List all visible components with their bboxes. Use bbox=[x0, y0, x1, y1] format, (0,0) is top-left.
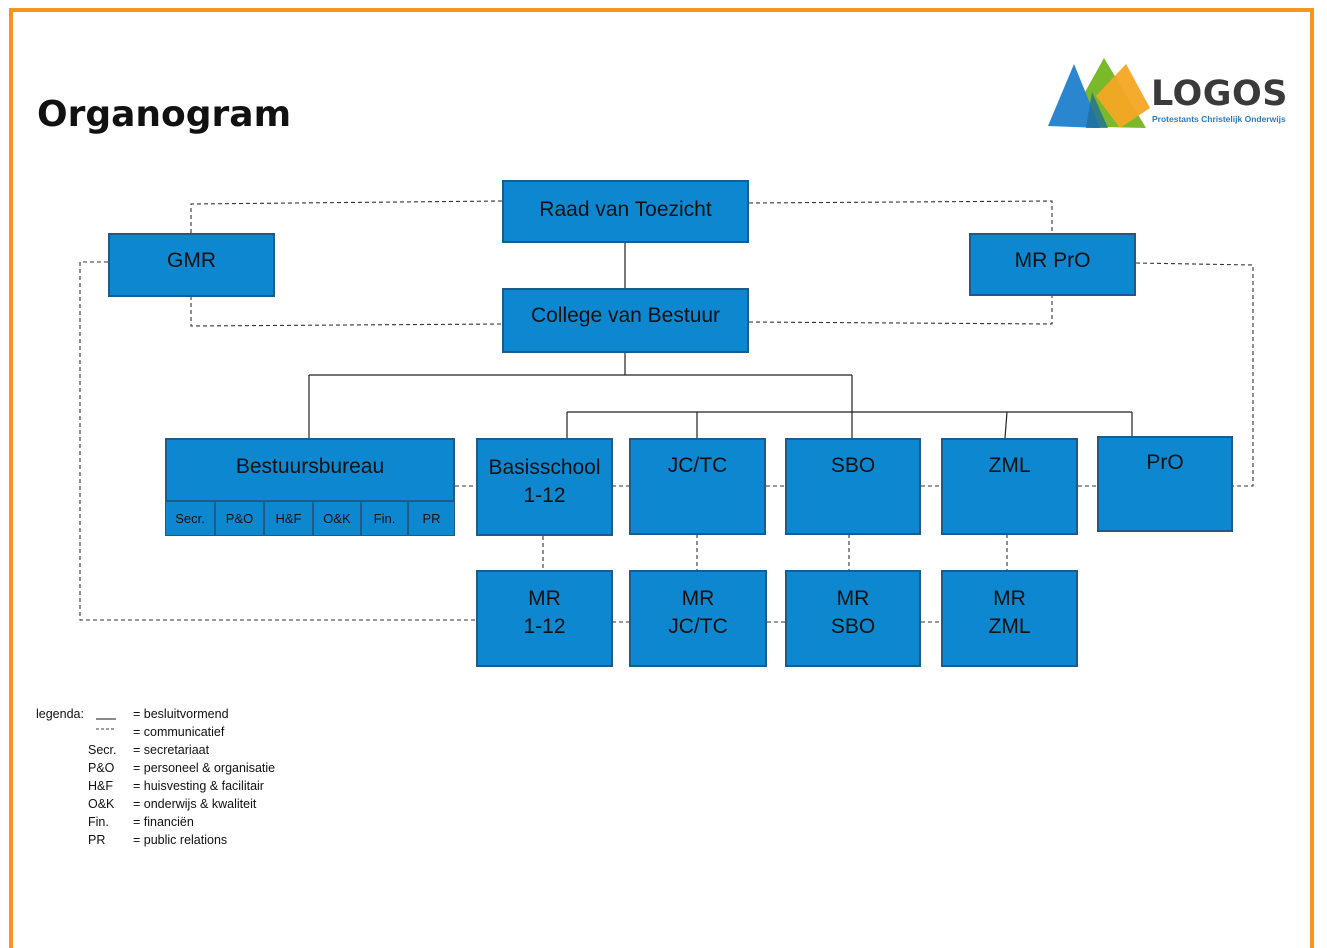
unit-pr: PR bbox=[408, 501, 455, 536]
raad-van-toezicht-box: Raad van Toezicht bbox=[502, 180, 749, 243]
legend-key-3: P&O bbox=[88, 761, 115, 775]
mr-sbo-label-1: MR bbox=[836, 587, 870, 610]
legend-text-0: = besluitvormend bbox=[133, 707, 229, 721]
zml-box: ZML bbox=[941, 438, 1078, 535]
jctc-label: JC/TC bbox=[667, 454, 728, 477]
legend-text-3: = personeel & organisatie bbox=[133, 761, 276, 775]
mr-112-label-2: 1-12 bbox=[523, 615, 566, 638]
legend-key-2: Secr. bbox=[88, 743, 117, 757]
mr-jctc-label-1: MR bbox=[681, 587, 715, 610]
page-title: Organogram bbox=[37, 94, 292, 135]
logo-subtitle: Protestants Christelijk Onderwijs bbox=[1152, 114, 1286, 124]
mr-112-label-1: MR bbox=[528, 587, 561, 610]
legend-dashed-line-icon bbox=[96, 728, 116, 730]
legend-key-7: PR bbox=[88, 833, 106, 847]
unit-fin: Fin. bbox=[361, 501, 408, 536]
mr-zml-label-1: MR bbox=[993, 587, 1026, 610]
legend-key-4: H&F bbox=[88, 779, 113, 793]
unit-secr: Secr. bbox=[165, 501, 215, 536]
pro-label: PrO bbox=[1146, 451, 1184, 474]
unit-hnf: H&F bbox=[264, 501, 313, 536]
gmr-college-dash bbox=[190, 296, 503, 327]
zml-line bbox=[1004, 411, 1008, 439]
mr-zml-label-2: ZML bbox=[988, 615, 1031, 638]
mr-sbo-box: MR SBO bbox=[785, 570, 921, 667]
mrpro-pro-dash bbox=[1135, 262, 1254, 487]
pro-box: PrO bbox=[1097, 436, 1233, 532]
logos-logo-icon bbox=[1048, 58, 1150, 128]
jctc-box: JC/TC bbox=[629, 438, 766, 535]
logo-name: LOGOS bbox=[1151, 74, 1288, 114]
raad-mrpro-dash bbox=[748, 200, 1053, 233]
logo-orange-triangle bbox=[1096, 64, 1150, 128]
legend-solid-line-icon bbox=[96, 718, 116, 720]
legend-key-5: O&K bbox=[88, 797, 115, 811]
basisschool-box: Basisschool 1-12 bbox=[476, 438, 613, 536]
raad-gmr-dash bbox=[190, 200, 503, 233]
legend-text-5: = onderwijs & kwaliteit bbox=[133, 797, 257, 811]
communication-lines bbox=[79, 200, 1254, 623]
bestuursbureau-box: Bestuursbureau bbox=[165, 438, 455, 502]
sbo-box: SBO bbox=[785, 438, 921, 535]
mr-pro-box: MR PrO bbox=[969, 233, 1136, 296]
legend-text-4: = huisvesting & facilitair bbox=[133, 779, 264, 793]
legend-label: legenda: bbox=[36, 707, 84, 721]
legend-text-6: = financiën bbox=[133, 815, 194, 829]
raad-label: Raad van Toezicht bbox=[539, 198, 712, 221]
mr-jctc-label-2: JC/TC bbox=[668, 615, 728, 638]
legend-text-7: = public relations bbox=[133, 833, 228, 847]
logo-overlap bbox=[1086, 92, 1108, 128]
gmr-box: GMR bbox=[108, 233, 275, 297]
zml-label: ZML bbox=[988, 454, 1031, 477]
legend-key-6: Fin. bbox=[88, 815, 109, 829]
page-frame bbox=[9, 8, 1314, 948]
college-label: College van Bestuur bbox=[530, 304, 721, 327]
gmr-mr112-dash bbox=[79, 261, 476, 621]
decision-lines bbox=[308, 243, 1133, 439]
mr-pro-label: MR PrO bbox=[1014, 249, 1091, 272]
legend-text-1: = communicatief bbox=[133, 725, 225, 739]
mr-sbo-label-2: SBO bbox=[830, 615, 876, 638]
mr-zml-box: MR ZML bbox=[941, 570, 1078, 667]
college-van-bestuur-box: College van Bestuur bbox=[502, 288, 749, 353]
unit-onk: O&K bbox=[313, 501, 361, 536]
gmr-label: GMR bbox=[167, 249, 216, 272]
legend-text-2: = secretariaat bbox=[133, 743, 210, 757]
basisschool-label-1: Basisschool bbox=[488, 456, 601, 479]
logo-blue-triangle bbox=[1048, 64, 1100, 128]
basisschool-label-2: 1-12 bbox=[523, 484, 566, 507]
college-mrpro-dash bbox=[748, 296, 1053, 325]
bestuursbureau-label: Bestuursbureau bbox=[235, 455, 385, 478]
sbo-label: SBO bbox=[830, 454, 876, 477]
mr-112-box: MR 1-12 bbox=[476, 570, 613, 667]
mr-jctc-box: MR JC/TC bbox=[629, 570, 767, 667]
unit-pno: P&O bbox=[215, 501, 264, 536]
